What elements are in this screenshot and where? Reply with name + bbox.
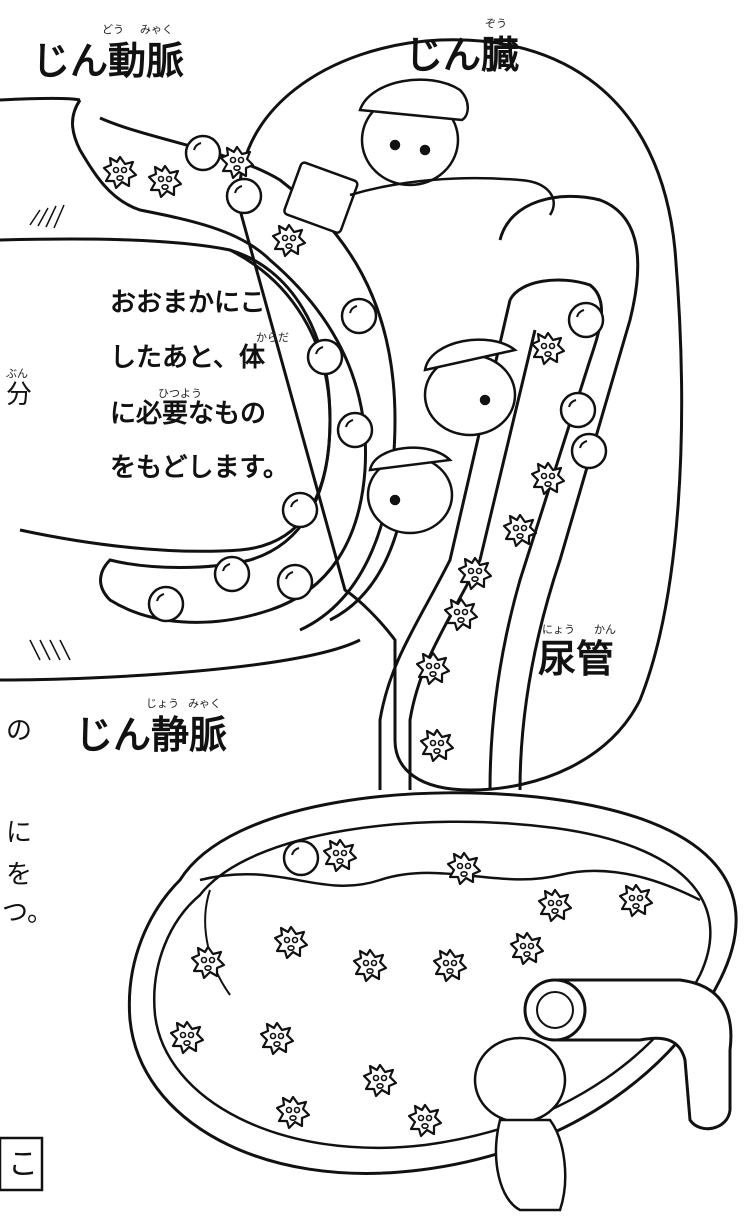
vein-label: じん静脈 [75, 713, 228, 757]
body-ruby: からだ [256, 331, 289, 344]
margin-fuku-ruby: ぶん [6, 367, 28, 380]
explanation-line-3: に必要なもの [110, 399, 267, 429]
vein-ruby-2: みゃく [188, 697, 221, 710]
kidney-ruby: ぞう [485, 17, 507, 30]
kidney-outline [237, 38, 684, 792]
artery-ruby-1: どう [102, 23, 124, 36]
worker-top [283, 78, 555, 234]
worker-bottom [473, 1036, 567, 1212]
kidney-label: じん臓 [405, 33, 520, 77]
explanation-line-2: したあと、体 [110, 343, 265, 373]
explanation-line-1: おおまかにこ [110, 288, 266, 318]
margin-no: の [6, 716, 33, 746]
margin-box-char: こ [8, 1147, 38, 1182]
worker-middle [423, 338, 518, 437]
margin-fuku: 分 [6, 380, 33, 410]
margin-wo: を [6, 860, 33, 890]
worker-lower [366, 446, 454, 535]
artery-label: じん動脈 [32, 39, 185, 83]
artery-ruby-2: みゃく [140, 23, 173, 36]
margin-ni: に [6, 818, 33, 848]
corner-box [0, 1136, 44, 1192]
bladder [127, 791, 738, 1175]
hitsuyou-ruby: ひつよう [158, 387, 202, 400]
ureter-label: 尿管 [538, 637, 615, 681]
ureter-ruby-2: かん [594, 623, 616, 636]
margin-maru: つ。 [2, 898, 53, 928]
vein-ruby-1: じょう [146, 697, 179, 710]
ureter-ruby-1: にょう [542, 623, 575, 636]
explanation-line-4: をもどします。 [110, 453, 289, 483]
